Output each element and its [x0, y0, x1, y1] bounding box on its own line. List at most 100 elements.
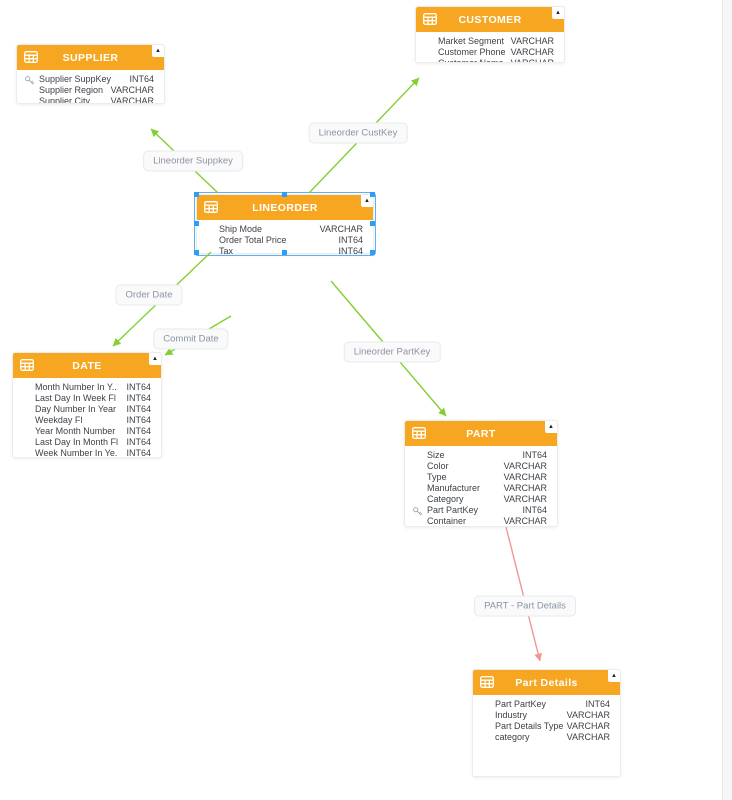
table-field-row[interactable]: Category VARCHAR	[405, 493, 557, 504]
table-field-row[interactable]: Industry VARCHAR	[473, 709, 620, 720]
edge-label[interactable]: Lineorder PartKey	[343, 341, 441, 363]
table-title: PART	[466, 427, 496, 440]
field-name: Part PartKey	[427, 504, 479, 515]
table-title: Part Details	[515, 676, 578, 689]
field-type: INT64	[522, 504, 547, 515]
table-field-row[interactable]: Part Details Type VARCHAR	[473, 720, 620, 731]
field-name: Last Day In Month Fl	[35, 436, 119, 447]
collapse-table-button[interactable]: ▲	[552, 7, 564, 19]
table-field-row[interactable]: Last Day In Month Fl INT64	[13, 436, 161, 447]
table-field-list: Size INT64 Color VARCHAR Type VARCHAR Ma…	[405, 446, 557, 526]
table-field-row[interactable]: Size INT64	[405, 449, 557, 460]
collapse-table-button[interactable]: ▲	[149, 353, 161, 365]
edge-label[interactable]: Lineorder CustKey	[308, 122, 408, 144]
field-name: Order Total Price	[219, 234, 287, 245]
table-field-row[interactable]: Customer Phone VARCHAR	[416, 46, 564, 57]
table-field-row[interactable]: Supplier City VARCHAR	[17, 95, 164, 104]
table-field-row[interactable]: Color VARCHAR	[405, 460, 557, 471]
field-name: Supplier Region	[39, 84, 104, 95]
edge-label[interactable]: Lineorder Suppkey	[143, 150, 243, 172]
table-header[interactable]: CUSTOMER	[416, 7, 564, 32]
field-name: Customer Name	[438, 57, 504, 63]
table-field-row[interactable]: Type VARCHAR	[405, 471, 557, 482]
field-name: Manufacturer	[427, 482, 481, 493]
selection-handle[interactable]	[194, 221, 199, 226]
collapse-table-button[interactable]: ▲	[608, 670, 620, 682]
table-header[interactable]: Part Details	[473, 670, 620, 695]
field-type: VARCHAR	[110, 95, 154, 104]
table-field-row[interactable]: Day Number In Year INT64	[13, 403, 161, 414]
field-type: INT64	[126, 447, 151, 458]
field-type: INT64	[126, 381, 151, 392]
table-node-part_details[interactable]: Part Details ▲ Part PartKey INT64 Indust…	[472, 669, 621, 777]
table-field-list: Market Segment VARCHAR Customer Phone VA…	[416, 32, 564, 63]
table-node-part[interactable]: PART ▲ Size INT64 Color VARCHAR Ty	[404, 420, 558, 527]
field-type: INT64	[126, 403, 151, 414]
table-field-row[interactable]: Manufacturer VARCHAR	[405, 482, 557, 493]
edge-label[interactable]: Order Date	[115, 284, 183, 306]
selection-handle[interactable]	[282, 192, 287, 197]
field-type: INT64	[126, 436, 151, 447]
table-field-row[interactable]: Week Number In Ye. INT64	[13, 447, 161, 458]
table-header[interactable]: DATE	[13, 353, 161, 378]
table-field-row[interactable]: Month Number In Y.. INT64	[13, 381, 161, 392]
field-type: VARCHAR	[510, 46, 554, 57]
table-field-row[interactable]: Weekday Fl INT64	[13, 414, 161, 425]
field-type: INT64	[129, 73, 154, 84]
table-field-row[interactable]: Last Day In Week Fl INT64	[13, 392, 161, 403]
table-title: SUPPLIER	[62, 51, 119, 64]
table-grid-icon	[19, 357, 35, 373]
field-name: Color	[427, 460, 449, 471]
field-type: INT64	[126, 392, 151, 403]
table-grid-icon	[411, 425, 427, 441]
selection-handle[interactable]	[194, 250, 199, 255]
selection-handle[interactable]	[194, 192, 199, 197]
table-field-row[interactable]: Part PartKey INT64	[473, 698, 620, 709]
table-field-row[interactable]: Supplier SuppKey INT64	[17, 73, 164, 85]
table-node-customer[interactable]: CUSTOMER ▲ Market Segment VARCHAR Custom…	[415, 6, 565, 63]
field-type: VARCHAR	[503, 515, 547, 526]
table-field-row[interactable]: Market Segment VARCHAR	[416, 35, 564, 46]
field-name: Supplier City	[39, 95, 91, 104]
selection-handle[interactable]	[282, 250, 287, 255]
field-name: Category	[427, 493, 464, 504]
field-name: Month Number In Y..	[35, 381, 117, 392]
table-field-row[interactable]: Part PartKey INT64	[405, 504, 557, 516]
collapse-table-button[interactable]: ▲	[152, 45, 164, 57]
field-type: VARCHAR	[566, 709, 610, 720]
field-type: INT64	[338, 234, 363, 245]
table-field-row[interactable]: Customer Name VARCHAR	[416, 57, 564, 63]
table-grid-icon	[203, 199, 219, 215]
table-field-row[interactable]: Supplier Region VARCHAR	[17, 84, 164, 95]
field-name: Customer Phone	[438, 46, 506, 57]
selection-handle[interactable]	[370, 250, 375, 255]
field-type: VARCHAR	[510, 57, 554, 63]
table-field-list: Part PartKey INT64 Industry VARCHAR Part…	[473, 695, 620, 742]
table-field-row[interactable]: Ship Mode VARCHAR	[197, 223, 373, 234]
edge-label[interactable]: Commit Date	[153, 328, 229, 350]
table-header[interactable]: PART	[405, 421, 557, 446]
edge-part-part_details[interactable]	[505, 526, 543, 662]
table-field-row[interactable]: Tax INT64	[197, 245, 373, 256]
vertical-scrollbar-track[interactable]	[722, 0, 732, 800]
field-name: Type	[427, 471, 447, 482]
selection-handle[interactable]	[370, 221, 375, 226]
field-type: INT64	[126, 414, 151, 425]
collapse-table-button[interactable]: ▲	[361, 195, 373, 207]
field-name: Year Month Number	[35, 425, 116, 436]
collapse-table-button[interactable]: ▲	[545, 421, 557, 433]
field-name: Industry	[495, 709, 528, 720]
selection-handle[interactable]	[370, 192, 375, 197]
table-field-row[interactable]: Container VARCHAR	[405, 515, 557, 526]
table-node-lineorder[interactable]: LINEORDER ▲ Ship Mode VARCHAR Order Tota…	[194, 192, 376, 256]
table-field-row[interactable]: Year Month Number INT64	[13, 425, 161, 436]
table-header[interactable]: SUPPLIER	[17, 45, 164, 70]
table-field-row[interactable]: category VARCHAR	[473, 731, 620, 742]
table-node-supplier[interactable]: SUPPLIER ▲ Supplier SuppKey INT64 Suppli…	[16, 44, 165, 104]
table-field-row[interactable]: Order Total Price INT64	[197, 234, 373, 245]
edge-label[interactable]: PART - Part Details	[474, 595, 576, 617]
table-node-date[interactable]: DATE ▲ Month Number In Y.. INT64 Last Da…	[12, 352, 162, 458]
table-header[interactable]: LINEORDER	[197, 195, 373, 220]
field-name: Market Segment	[438, 35, 505, 46]
